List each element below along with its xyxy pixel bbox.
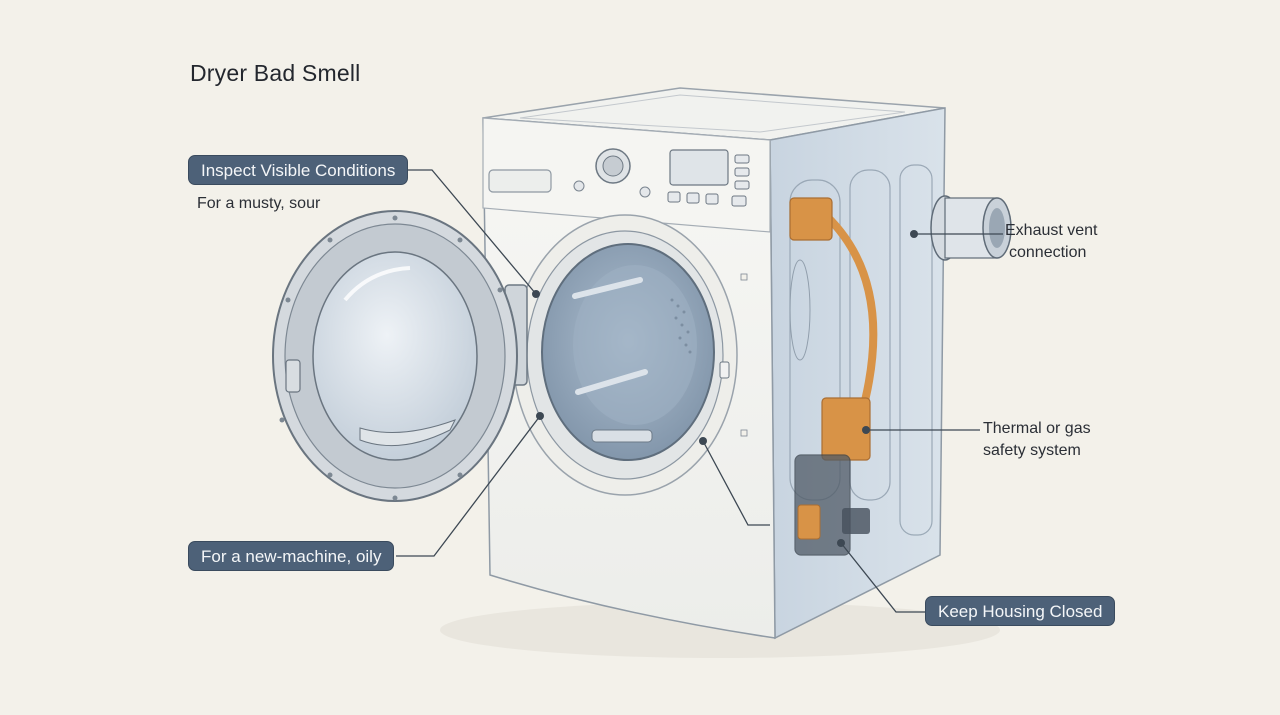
- floor-shadow: [440, 602, 1000, 658]
- detergent-slot: [488, 169, 552, 193]
- heater-duct: [816, 206, 878, 424]
- callout-exhaust-line2: connection: [1009, 244, 1087, 261]
- door-bolts: [279, 215, 503, 501]
- callout-inspect: Inspect Visible Conditions: [188, 155, 409, 185]
- side-markers: [740, 273, 748, 437]
- callout-exhaust: Exhaust vent connection: [1005, 220, 1098, 264]
- callout-thermal: Thermal or gas safety system: [983, 418, 1091, 462]
- callout-musty: For a musty, sour: [197, 195, 321, 212]
- internal-components: [789, 164, 933, 556]
- drum-perforations: [670, 298, 692, 354]
- leader-door: [702, 440, 770, 526]
- page-title: Dryer Bad Smell: [190, 60, 361, 86]
- callout-exhaust-line1: Exhaust vent: [1005, 222, 1098, 239]
- leader-lines: [396, 169, 1003, 613]
- leader-housing: [840, 542, 925, 613]
- top-sensor: [789, 197, 833, 241]
- callout-thermal-line2: safety system: [983, 442, 1081, 459]
- leader-dots: [532, 230, 918, 547]
- display-screen: [669, 149, 729, 186]
- callout-thermal-line1: Thermal or gas: [983, 420, 1091, 437]
- panel-buttons: [667, 154, 750, 207]
- door-handle: [285, 359, 301, 393]
- callout-housing: Keep Housing Closed: [925, 596, 1116, 626]
- leader-oily: [396, 415, 541, 557]
- lint-filter: [591, 429, 653, 443]
- door-glass: [312, 251, 478, 461]
- exhaust-vent: [930, 195, 1012, 261]
- callout-oily: For a new-machine, oily: [188, 541, 395, 571]
- leader-inspect: [405, 169, 537, 295]
- door-latch: [719, 361, 730, 379]
